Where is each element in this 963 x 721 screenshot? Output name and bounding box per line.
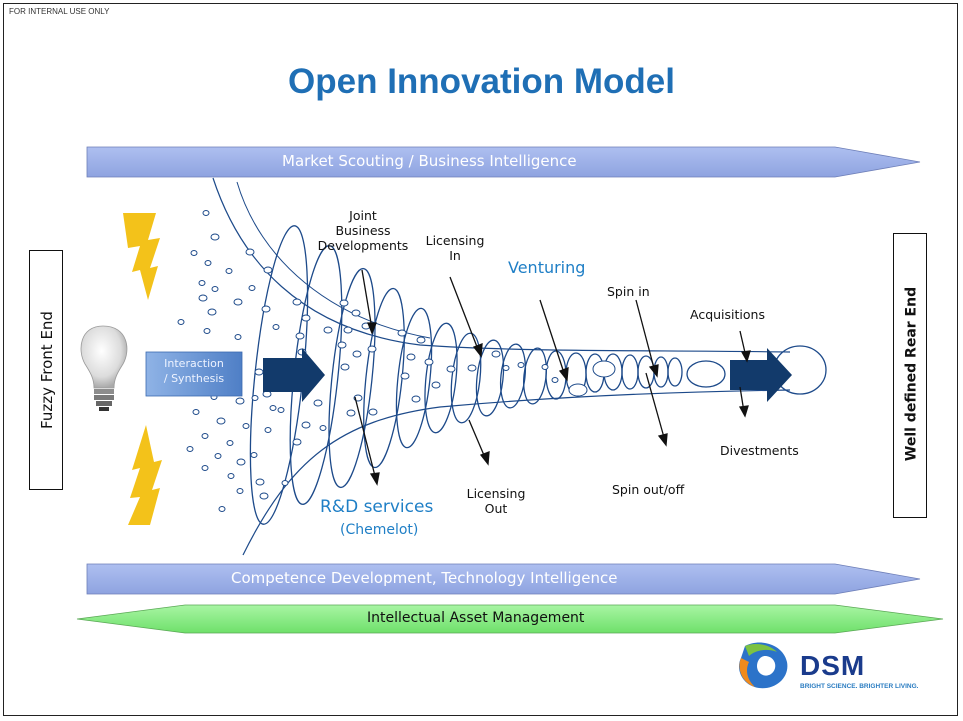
navy-arrow-left (263, 348, 325, 402)
light-bulb-icon (80, 325, 128, 411)
funnel-rings (249, 225, 827, 525)
rear-end-label: Well defined Rear End (903, 286, 920, 462)
venturing-label: Venturing (508, 258, 586, 277)
acquisitions-label: Acquisitions (690, 307, 765, 322)
slide-frame (3, 3, 958, 716)
green-banner-arrow (76, 604, 944, 634)
business-line: Business (335, 223, 391, 238)
joint-business-label: Joint Business Developments (317, 208, 409, 253)
funnel-inner-top (236, 181, 431, 339)
fuzzy-front-end-label: Fuzzy Front End (38, 311, 56, 429)
slide-title: Open Innovation Model (288, 62, 675, 101)
lightning-bolt-top (123, 213, 160, 300)
dsm-logo-mark (739, 642, 788, 689)
licensing-out-label: Licensing Out (456, 486, 536, 516)
spin-in-label: Spin in (607, 284, 650, 299)
dsm-logo-name: DSM (800, 650, 866, 681)
dsm-logo-tagline: BRIGHT SCIENCE. BRIGHTER LIVING. (800, 683, 919, 690)
interaction-line-1: Interaction (164, 357, 224, 370)
licensing-out-line-1: Licensing (466, 486, 526, 501)
joint-line: Joint (349, 208, 377, 223)
licensing-in-line-2: In (449, 248, 461, 263)
rd-services-label: R&D services (320, 497, 434, 517)
chemelot-label: (Chemelot) (340, 522, 419, 538)
green-banner-label: Intellectual Asset Management (367, 610, 585, 626)
licensing-in-line-1: Licensing (425, 233, 485, 248)
rear-end-box: Well defined Rear End (893, 233, 927, 518)
developments-line: Developments (317, 238, 409, 253)
funnel-bottom-curve (242, 389, 791, 556)
interaction-box-label: Interaction / Synthesis (146, 356, 242, 386)
licensing-out-line-2: Out (484, 501, 508, 516)
fuzzy-front-end-box: Fuzzy Front End (29, 250, 63, 490)
navy-arrow-right (730, 348, 792, 402)
top-banner-arrow (86, 146, 921, 178)
funnel-top-curve (212, 177, 791, 353)
pointer-arrows (354, 269, 751, 486)
confidentiality-note: FOR INTERNAL USE ONLY (9, 7, 110, 16)
bottom-banner-arrow (86, 563, 921, 595)
lightning-bolt-bottom (128, 425, 162, 525)
divestments-label: Divestments (720, 443, 799, 458)
top-banner-label: Market Scouting / Business Intelligence (282, 152, 577, 170)
spin-out-label: Spin out/off (612, 482, 685, 497)
bottom-banner-label: Competence Development, Technology Intel… (231, 569, 618, 587)
interaction-line-2: / Synthesis (163, 372, 225, 385)
licensing-in-label: Licensing In (415, 233, 495, 263)
interaction-box (145, 351, 243, 397)
